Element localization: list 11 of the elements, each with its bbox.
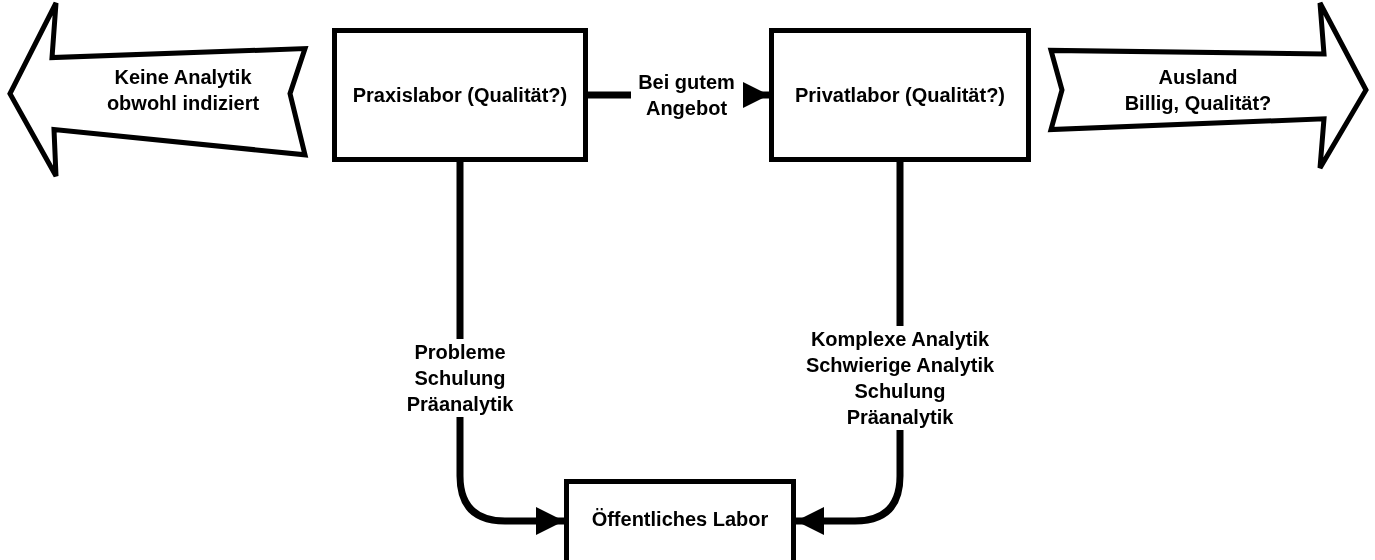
process-box: [564, 479, 796, 560]
node-text: Öffentliches Labor: [590, 507, 770, 532]
node-text: Keine Analytik obwohl indiziert: [105, 65, 261, 116]
node-text: Billig, Qualität?: [1123, 91, 1273, 116]
node-text: Privatlabor (Qualität?): [794, 83, 1006, 108]
block-arrow: [6, 0, 310, 180]
process-box: [769, 28, 1031, 162]
process-box: [332, 28, 588, 162]
edge-label: Probleme Schulung Präanalytik: [406, 339, 514, 417]
node-text: Praxislabor (Qualität?): [351, 83, 569, 108]
node-text: Ausland: [1157, 65, 1239, 90]
